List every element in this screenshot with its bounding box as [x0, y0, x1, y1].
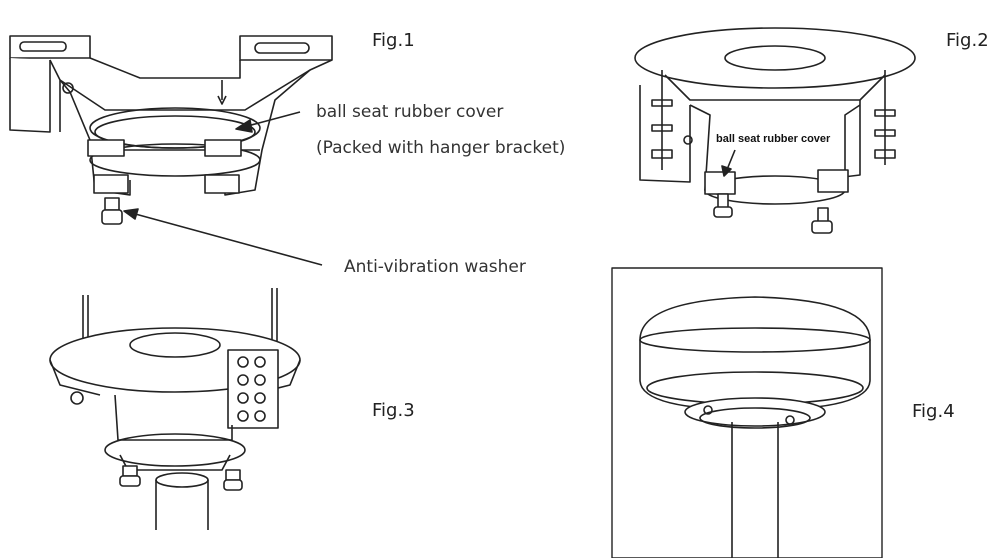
rubber-cover-leader-arrow: [235, 111, 301, 133]
fig3-label: Fig.3: [372, 400, 415, 421]
rubber-cover-callout: ball seat rubber cover: [316, 102, 504, 122]
washer-leader-arrow: [123, 208, 323, 266]
fig1-hanger-bracket-drawing: [9, 35, 333, 225]
fig4-label: Fig.4: [912, 401, 955, 422]
packed-note-callout: (Packed with hanger bracket): [316, 138, 566, 158]
washer-callout: Anti-vibration washer: [344, 257, 526, 277]
fig3-terminal-block-drawing: [49, 288, 301, 530]
fig2-bracket-on-plate-drawing: [634, 27, 916, 234]
fig1-label: Fig.1: [372, 30, 415, 51]
fig4-installed-canopy-drawing: [611, 267, 883, 558]
fig2-rubber-cover-label: ball seat rubber cover: [716, 133, 831, 145]
fig2-label: Fig.2: [946, 30, 989, 51]
